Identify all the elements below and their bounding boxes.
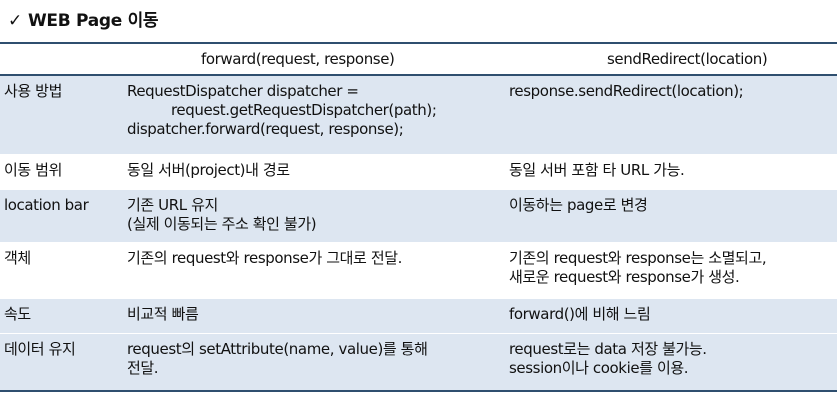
cell-line: 전달. bbox=[127, 358, 159, 377]
row-label: 데이터 유지 bbox=[0, 333, 119, 391]
cell-line: 기존 URL 유지 bbox=[127, 195, 218, 214]
cell-line: RequestDispatcher dispatcher = bbox=[127, 82, 359, 100]
page-title-text: WEB Page 이동 bbox=[27, 11, 159, 31]
redirect-cell: 기존의 request와 response는 소멸되고, 새로운 request… bbox=[500, 242, 837, 298]
header-sendredirect: sendRedirect(location) bbox=[607, 50, 768, 68]
cell-line: dispatcher.forward(request, response); bbox=[127, 120, 404, 138]
cell-line: (실제 이동되는 주소 확인 불가) bbox=[127, 214, 317, 233]
header-empty bbox=[0, 43, 119, 75]
redirect-cell: response.sendRedirect(location); bbox=[500, 75, 837, 154]
cell-line: 새로운 request와 response가 생성. bbox=[509, 267, 740, 286]
row-label: 이동 범위 bbox=[0, 154, 119, 189]
cell-line: forward()에 비해 느림 bbox=[509, 304, 651, 323]
forward-cell: 동일 서버(project)내 경로 bbox=[119, 154, 500, 189]
cell-line: 기존의 request와 response는 소멸되고, bbox=[509, 248, 767, 267]
cell-line: 비교적 빠름 bbox=[127, 304, 199, 323]
cell-line: request.getRequestDispatcher(path); bbox=[171, 101, 437, 119]
checkmark-icon: ✓ bbox=[8, 11, 22, 31]
redirect-cell: forward()에 비해 느림 bbox=[500, 298, 837, 333]
table-row: 사용 방법 RequestDispatcher dispatcher = req… bbox=[0, 75, 837, 154]
row-label: 속도 bbox=[0, 298, 119, 333]
table-header-row: forward(request, response) sendRedirect(… bbox=[0, 43, 837, 75]
forward-cell: 기존의 request와 response가 그대로 전달. bbox=[119, 242, 500, 298]
comparison-table: forward(request, response) sendRedirect(… bbox=[0, 42, 837, 392]
table-row: 속도 비교적 빠름 forward()에 비해 느림 bbox=[0, 298, 837, 333]
forward-cell: RequestDispatcher dispatcher = request.g… bbox=[119, 75, 500, 154]
redirect-cell: request로는 data 저장 불가능. session이나 cookie를… bbox=[500, 333, 837, 391]
cell-line: request의 setAttribute(name, value)를 통해 bbox=[127, 339, 428, 358]
cell-line: request로는 data 저장 불가능. bbox=[509, 339, 707, 358]
cell-line: 기존의 request와 response가 그대로 전달. bbox=[127, 248, 402, 267]
row-label: 객체 bbox=[0, 242, 119, 298]
row-label: 사용 방법 bbox=[0, 75, 119, 154]
table-row: location bar 기존 URL 유지 (실제 이동되는 주소 확인 불가… bbox=[0, 189, 837, 242]
table-row: 이동 범위 동일 서버(project)내 경로 동일 서버 포함 타 URL … bbox=[0, 154, 837, 189]
cell-line: 동일 서버 포함 타 URL 가능. bbox=[509, 160, 685, 179]
redirect-cell: 동일 서버 포함 타 URL 가능. bbox=[500, 154, 837, 189]
cell-line: 동일 서버(project)내 경로 bbox=[127, 160, 290, 179]
forward-cell: 비교적 빠름 bbox=[119, 298, 500, 333]
cell-line: 이동하는 page로 변경 bbox=[509, 195, 648, 214]
redirect-cell: 이동하는 page로 변경 bbox=[500, 189, 837, 242]
forward-cell: request의 setAttribute(name, value)를 통해 전… bbox=[119, 333, 500, 391]
cell-line: response.sendRedirect(location); bbox=[509, 82, 744, 100]
table-row: 객체 기존의 request와 response가 그대로 전달. 기존의 re… bbox=[0, 242, 837, 298]
forward-cell: 기존 URL 유지 (실제 이동되는 주소 확인 불가) bbox=[119, 189, 500, 242]
cell-line: session이나 cookie를 이용. bbox=[509, 358, 689, 377]
header-forward: forward(request, response) bbox=[201, 50, 395, 68]
table-row: 데이터 유지 request의 setAttribute(name, value… bbox=[0, 333, 837, 391]
row-label: location bar bbox=[0, 189, 119, 242]
page-title: ✓WEB Page 이동 bbox=[8, 6, 159, 31]
